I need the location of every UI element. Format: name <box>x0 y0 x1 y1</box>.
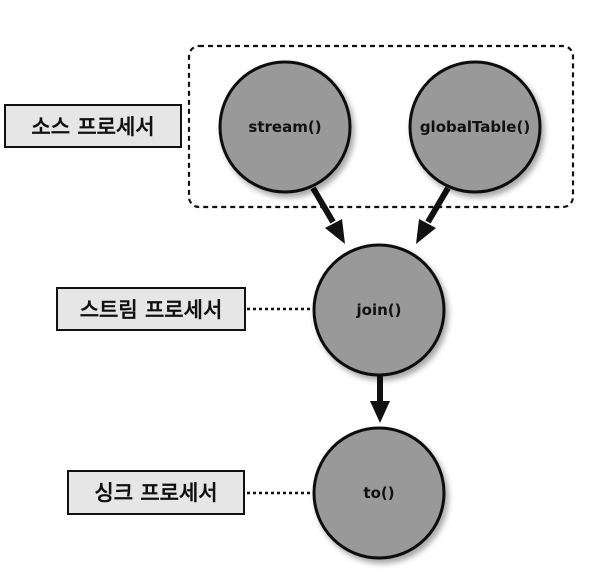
node-globaltable-label: globalTable() <box>420 118 530 136</box>
edge-join-to-to <box>370 376 390 423</box>
node-join: join() <box>312 243 446 377</box>
edge-stream-to-join <box>310 186 345 244</box>
role-source-box: 소스 프로세서 <box>4 104 182 148</box>
role-sink-box: 싱크 프로세서 <box>67 470 245 515</box>
node-to-label: to() <box>363 484 394 502</box>
node-to: to() <box>312 426 446 560</box>
arrowhead-icon <box>370 401 390 423</box>
role-stream-label: 스트림 프로세서 <box>80 298 223 322</box>
edge-globaltable-to-join <box>416 186 451 244</box>
node-stream-label: stream() <box>248 118 321 136</box>
arrowhead-icon <box>416 219 436 244</box>
role-sink-label: 싱크 프로세서 <box>94 481 217 505</box>
node-globaltable: globalTable() <box>408 60 542 194</box>
source-processor-group <box>187 44 575 209</box>
node-stream: stream() <box>218 60 352 194</box>
node-join-label: join() <box>356 301 402 319</box>
role-stream-box: 스트림 프로세서 <box>56 287 246 331</box>
arrowhead-icon <box>325 219 345 244</box>
role-source-label: 소스 프로세서 <box>31 115 154 139</box>
